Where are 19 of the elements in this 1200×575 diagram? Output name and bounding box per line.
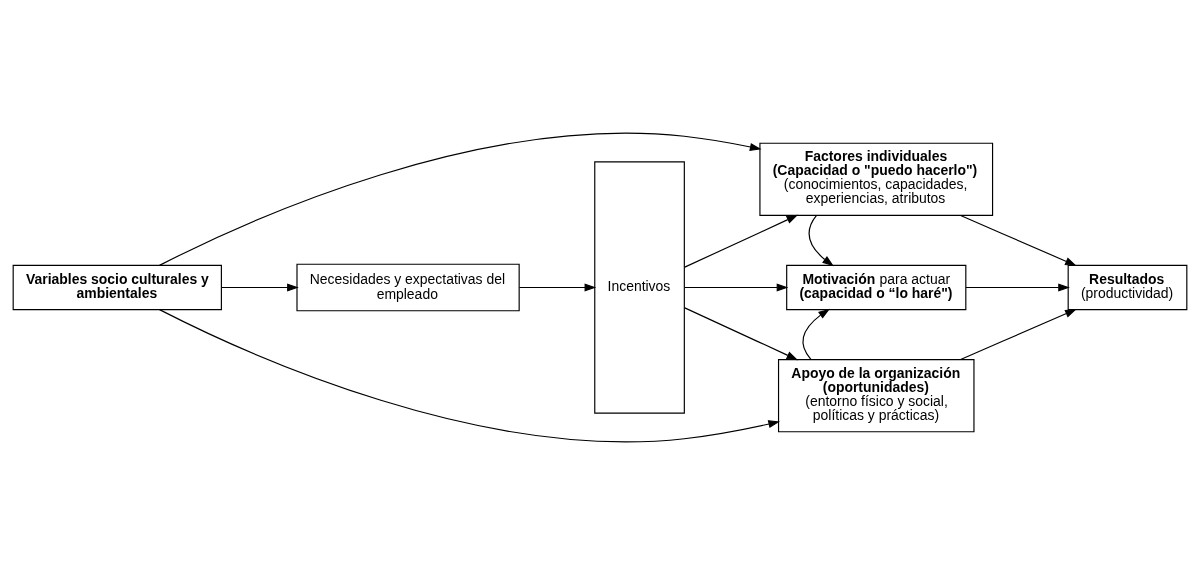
- node-box: Incentivos: [594, 161, 685, 414]
- arrow: [965, 283, 1070, 292]
- arrow: [802, 308, 830, 360]
- arrow: [960, 214, 1077, 266]
- node-box: Motivación para actuar (capacidad o “lo haré"): [786, 264, 967, 311]
- node-box: Resultados (productividad): [1067, 264, 1188, 311]
- arrow: [684, 307, 799, 361]
- node-box: Variables socio culturales y ambientales: [12, 264, 222, 311]
- arrow: [808, 215, 834, 267]
- node-box: Apoyo de la organización (oportunidades) (entorno físico y social, políticas y prácticas): [777, 359, 975, 433]
- arrow: [518, 283, 597, 292]
- node-box: Factores individuales (Capacidad o "puedo hacerlo") (conocimientos, capacidades, experiencias, atributos: [759, 142, 994, 216]
- arrow: [158, 309, 780, 443]
- node-box: Necesidades y expectativas del empleado: [296, 263, 520, 312]
- arrow: [684, 283, 789, 292]
- arrow: [960, 309, 1077, 361]
- arrow: [221, 283, 299, 292]
- arrow: [684, 214, 799, 268]
- arrow: [158, 132, 762, 266]
